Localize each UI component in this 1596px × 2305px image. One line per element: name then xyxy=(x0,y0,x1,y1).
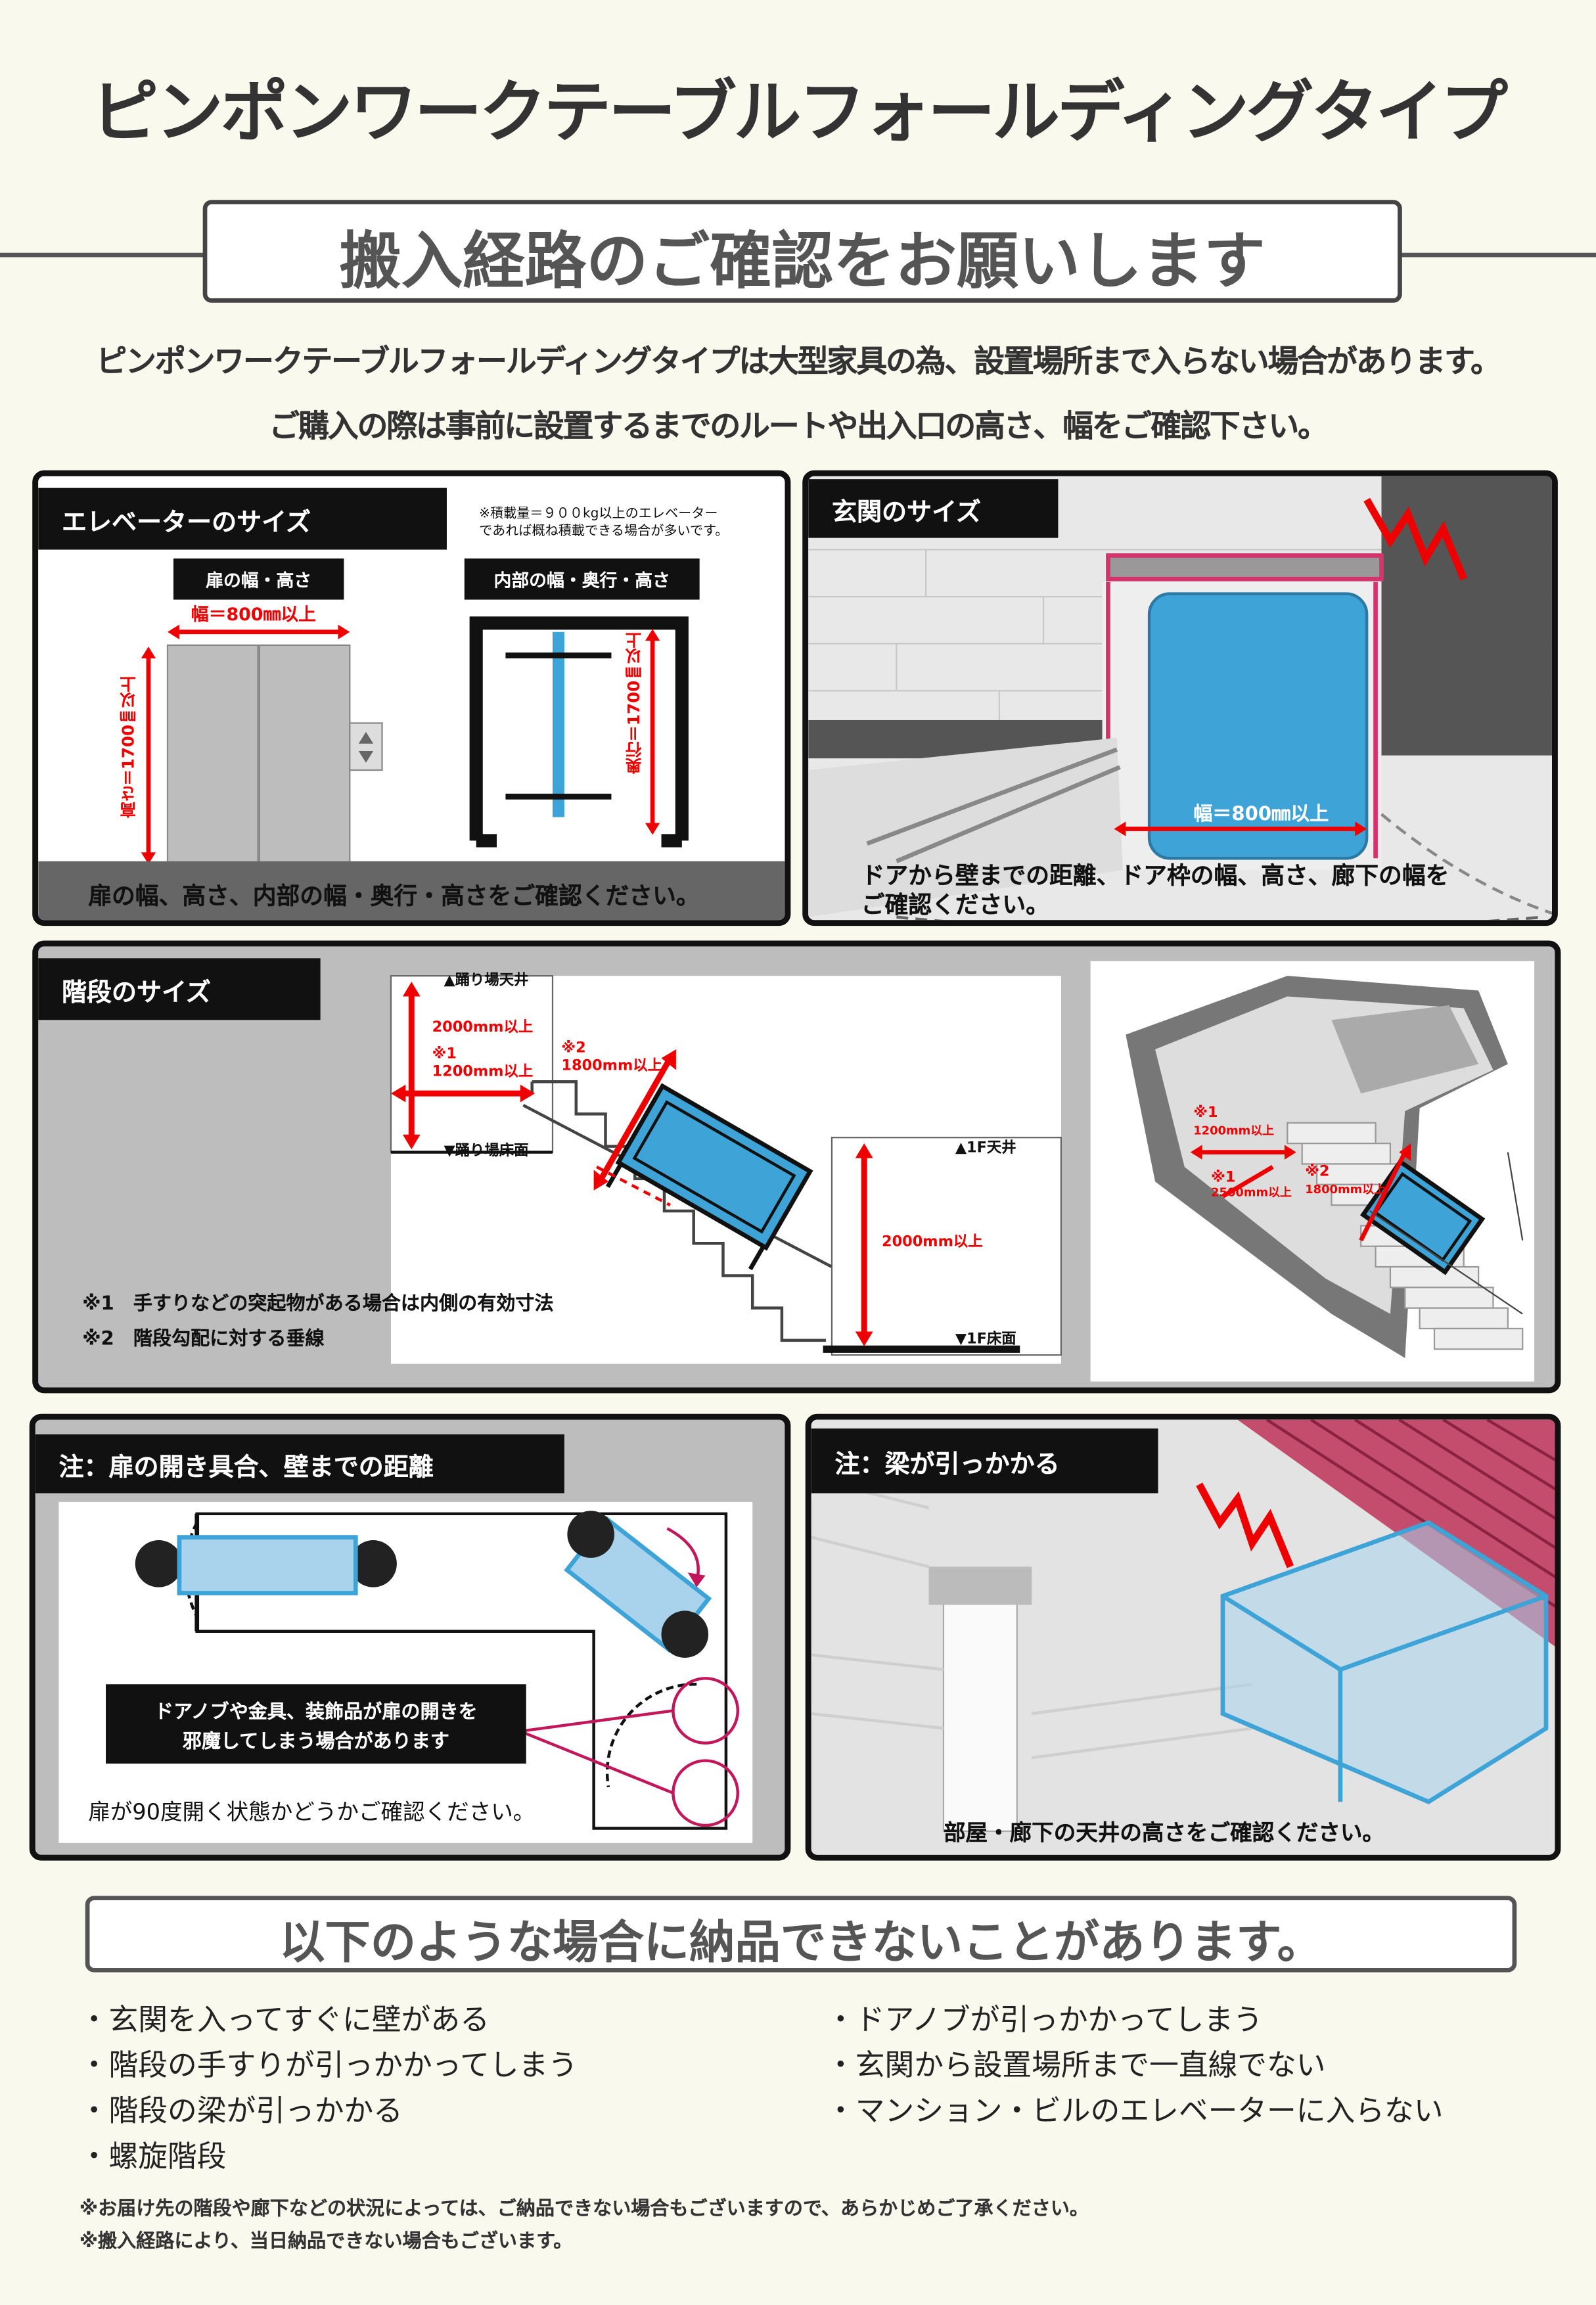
entrance-illustration xyxy=(808,476,1552,921)
case-left-3: ・階段の梁が引っかかる xyxy=(79,2093,403,2128)
case-left-1: ・玄関を入ってすぐに壁がある xyxy=(79,2001,490,2038)
elevator-label: エレベーターのサイズ xyxy=(38,488,447,550)
door-note-caption: 扉が90度開く状態かどうかご確認ください。 xyxy=(88,1798,536,1825)
elevator-panel: エレベーターのサイズ ※積載量＝９００kg以上のエレベーター であれば概ね積載で… xyxy=(32,470,791,926)
ceiling-1f: ▲1F天井 xyxy=(955,1140,1016,1157)
entrance-panel: 玄関のサイズ 幅＝800㎜以上 ドアから壁までの距離、ドア枠の幅、高さ、廊下の幅… xyxy=(802,470,1558,926)
landing-width-label: 1200mm以上 xyxy=(432,1064,534,1080)
door-note-box-2: 邪魔してしまう場合があります xyxy=(182,1731,450,1754)
banner-text: 搬入経路のご確認をお願いします xyxy=(339,225,1265,297)
footnote-2: ※搬入経路により、当日納品できない場合もございます。 xyxy=(79,2231,573,2253)
beam-note-panel: 注：梁が引っかかる 部屋・廊下の天井の高さをご確認ください。 xyxy=(805,1413,1561,1861)
elevator-caption: 扉の幅、高さ、内部の幅・奥行・高さをご確認ください。 xyxy=(88,882,700,910)
landing-height-label: 2000mm以上 xyxy=(432,1020,534,1036)
entrance-caption-1: ドアから壁までの距離、ドア枠の幅、高さ、廊下の幅を xyxy=(861,861,1449,890)
landing-width-mark: ※1 xyxy=(432,1046,457,1063)
door-note-box-1: ドアノブや金具、装飾品が扉の開きを xyxy=(154,1702,478,1724)
entrance-width-label: 幅＝800㎜以上 xyxy=(1193,804,1329,827)
stairs-panel: 階段のサイズ ▲踊り場天井 ▼踊り場床面 ▲1F天井 ▼1F床面 2000mm以… xyxy=(32,940,1561,1394)
case-left-4: ・螺旋階段 xyxy=(79,2138,227,2174)
intro-line-2: ご購入の際は事前に設置するまでのルートや出入口の高さ、幅をご確認下さい。 xyxy=(269,408,1329,444)
case-right-2: ・玄関から設置場所まで一直線でない xyxy=(826,2047,1326,2083)
cannot-banner-box xyxy=(85,1896,1517,1973)
stairs-note-2: ※2 階段勾配に対する垂線 xyxy=(82,1328,325,1351)
door-note-box xyxy=(106,1684,526,1764)
elevator-depth-label: 奥行＝1700㎜以上 xyxy=(624,631,644,774)
elevator-note-1: ※積載量＝９００kg以上のエレベーター xyxy=(479,507,718,522)
stairs-note-1: ※1 手すりなどの突起物がある場合は内側の有効寸法 xyxy=(82,1293,554,1315)
iso-width-mark: ※1 xyxy=(1193,1105,1218,1122)
door-size-label: 扉の幅・高さ xyxy=(173,558,344,600)
landing-floor: ▼踊り場床面 xyxy=(444,1143,529,1160)
elevator-illustration xyxy=(38,476,785,921)
landing-ceiling: ▲踊り場天井 xyxy=(444,972,529,990)
iso-depth-mark: ※1 xyxy=(1211,1170,1236,1187)
case-left-2: ・階段の手すりが引っかかってしまう xyxy=(79,2047,578,2083)
footnote-1: ※お届け先の階段や廊下などの状況によっては、ご納品できない場合もございますので、… xyxy=(79,2199,1089,2221)
iso-perp-label: 1800mm以上 xyxy=(1305,1183,1386,1197)
door-note-panel: 注：扉の開き具合、壁までの距離 ドアノブや金具、装飾品が扉の開きを 邪魔してしま… xyxy=(29,1413,791,1861)
iso-perp-mark: ※2 xyxy=(1305,1164,1330,1181)
floor-1f: ▼1F床面 xyxy=(955,1331,1016,1348)
perpendicular-label: 1800mm以上 xyxy=(561,1058,663,1075)
case-right-1: ・ドアノブが引っかかってしまう xyxy=(826,2001,1263,2038)
intro-line-1: ピンポンワークテーブルフォールディングタイプは大型家具の為、設置場所まで入らない… xyxy=(96,344,1501,380)
cannot-banner: 以下のような場合に納品できないことがあります。 xyxy=(279,1916,1323,1970)
entrance-label: 玄関のサイズ xyxy=(808,479,1059,538)
iso-width-label: 1200mm以上 xyxy=(1193,1124,1275,1138)
floor-height-label: 2000mm以上 xyxy=(882,1234,983,1251)
beam-note-label: 注：梁が引っかかる xyxy=(811,1428,1158,1494)
perpendicular-mark: ※2 xyxy=(561,1040,586,1057)
banner-box xyxy=(202,200,1402,303)
door-note-label: 注：扉の開き具合、壁までの距離 xyxy=(35,1434,564,1494)
iso-depth-label: 2500mm以上 xyxy=(1211,1186,1292,1200)
elevator-height-label: 高さ＝1700㎜以上 xyxy=(119,675,139,819)
elevator-width-label: 幅＝800㎜以上 xyxy=(191,604,317,625)
stairs-label: 階段のサイズ xyxy=(38,958,321,1020)
elevator-note-2: であれば概ね積載できる場合が多いです。 xyxy=(479,524,729,539)
beam-note-caption: 部屋・廊下の天井の高さをご確認ください。 xyxy=(943,1819,1385,1846)
door-layout-illustration xyxy=(58,1501,753,1843)
inner-size-label: 内部の幅・奥行・高さ xyxy=(464,558,700,600)
stairs-illustration xyxy=(58,961,1535,1388)
banner-rule-left xyxy=(0,252,206,258)
page-title: ピンポンワークテーブルフォールディングタイプ xyxy=(91,72,1508,152)
banner-rule-right xyxy=(1399,252,1596,258)
case-right-3: ・マンション・ビルのエレベーターに入らない xyxy=(826,2093,1444,2128)
entrance-caption-2: ご確認ください。 xyxy=(861,890,1050,919)
